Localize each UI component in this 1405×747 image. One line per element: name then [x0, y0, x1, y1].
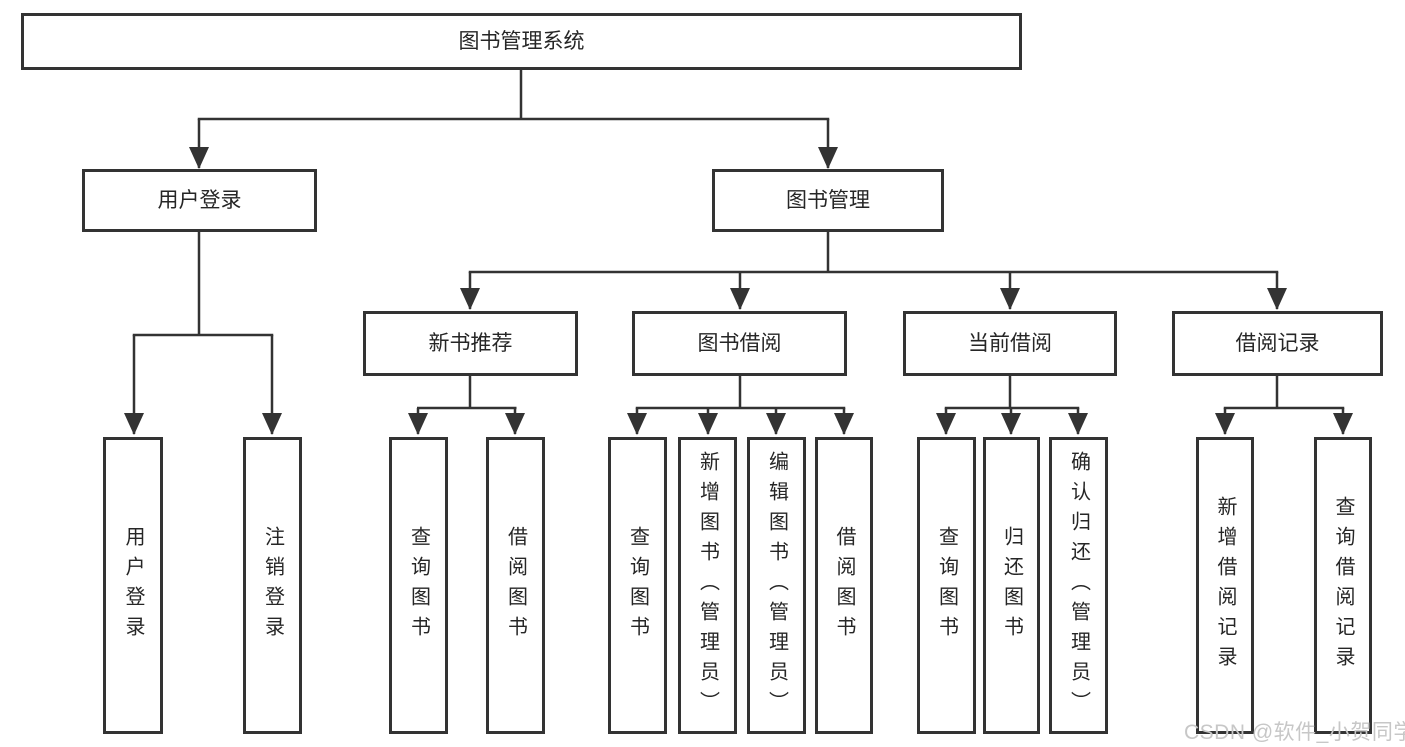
- leaf-return-books: 归还图书: [983, 437, 1040, 734]
- node-current-borrow: 当前借阅: [903, 311, 1117, 376]
- node-book-borrow: 图书借阅: [632, 311, 847, 376]
- leaf-user-login: 用户登录: [103, 437, 163, 734]
- node-root: 图书管理系统: [21, 13, 1022, 70]
- leaf-borrow-books: 借阅图书: [815, 437, 873, 734]
- connector-book-management-children: [460, 232, 1287, 310]
- leaf-add-borrow-record: 新增借阅记录: [1196, 437, 1254, 734]
- watermark: CSDN @软件_小贺同学: [1184, 721, 1405, 744]
- leaf-query-borrow-record: 查询借阅记录: [1314, 437, 1372, 734]
- leaf-query-books-recommend: 查询图书: [389, 437, 448, 734]
- connector-user-login-children: [124, 232, 282, 435]
- connector-root-children: [189, 70, 838, 169]
- leaf-logout: 注销登录: [243, 437, 302, 734]
- connector-current-borrow-children: [936, 376, 1088, 435]
- node-book-management: 图书管理: [712, 169, 944, 232]
- connector-new-book-recommend-children: [408, 376, 525, 435]
- leaf-confirm-return-admin: 确认归还（管理员）: [1049, 437, 1108, 734]
- leaf-query-books-borrow: 查询图书: [608, 437, 667, 734]
- leaf-borrow-books-recommend: 借阅图书: [486, 437, 545, 734]
- leaf-add-book-admin: 新增图书（管理员）: [678, 437, 737, 734]
- leaf-edit-book-admin: 编辑图书（管理员）: [747, 437, 806, 734]
- node-user-login: 用户登录: [82, 169, 317, 232]
- connector-book-borrow-children: [627, 376, 854, 435]
- connector-borrow-records-children: [1215, 376, 1353, 435]
- node-borrow-records: 借阅记录: [1172, 311, 1383, 376]
- leaf-query-books-current: 查询图书: [917, 437, 976, 734]
- node-new-book-recommend: 新书推荐: [363, 311, 578, 376]
